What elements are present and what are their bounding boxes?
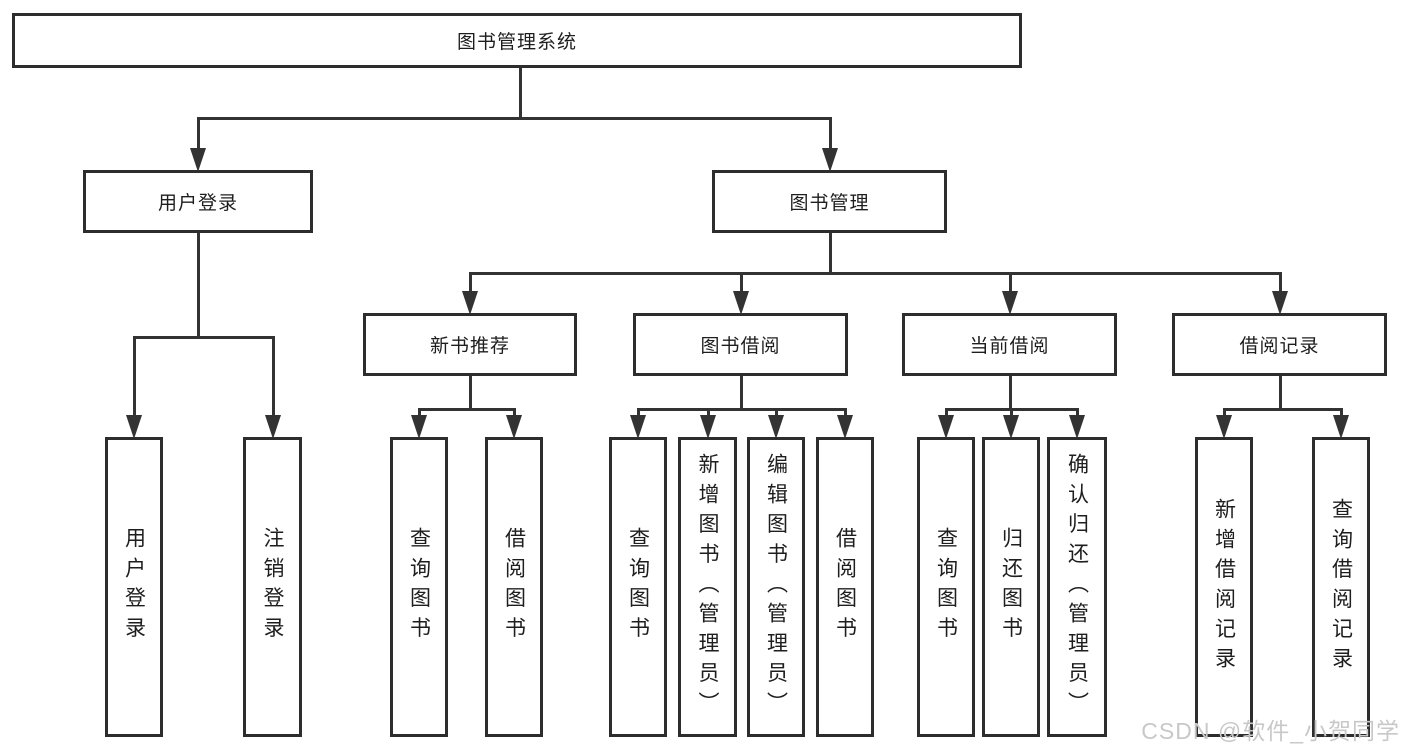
node-label-book-borrow: 图书借阅: [700, 336, 781, 357]
edge-rail-book-mgmt: [468, 272, 1282, 275]
arrowhead-icon-book-mgmt: [822, 148, 838, 172]
edge-rail-user-login: [132, 336, 275, 339]
edge-trunk-book-borrow: [739, 375, 743, 411]
node-root: 图书管理系统: [12, 13, 1022, 68]
arrowhead-icon-logout-v: [265, 415, 281, 439]
node-add-borrow-record: 新增借阅记录: [1195, 437, 1253, 737]
arrowhead-icon-borrow-books-2: [837, 415, 853, 439]
edge-stem-borrow-records: [1278, 272, 1282, 297]
node-query-books-2: 查询图书: [609, 437, 667, 737]
node-confirm-return: 确认归还（管理员）: [1047, 437, 1107, 737]
arrowhead-icon-user-login: [190, 148, 206, 172]
arrowhead-icon-new-book-rec: [462, 291, 478, 315]
edge-stem-logout-v: [271, 336, 275, 421]
edge-trunk-book-mgmt: [828, 232, 832, 275]
node-label-new-book-rec: 新书推荐: [429, 336, 510, 357]
edge-stem-confirm-return: [1075, 408, 1079, 421]
edge-stem-current-borrow: [1008, 272, 1012, 297]
edge-stem-add-books: [706, 408, 710, 421]
arrowhead-icon-query-books-1: [411, 415, 427, 439]
edge-stem-user-login-v: [132, 336, 136, 421]
node-label-user-login: 用户登录: [157, 193, 238, 214]
node-label-query-borrow-record: 查询借阅记录: [1329, 497, 1353, 677]
arrowhead-icon-return-books: [1003, 415, 1019, 439]
edge-stem-edit-books: [774, 408, 778, 421]
node-borrow-books-2: 借阅图书: [816, 437, 874, 737]
node-label-add-books: 新增图书（管理员）: [696, 452, 719, 722]
arrowhead-icon-borrow-records: [1272, 291, 1288, 315]
node-label-query-books-2: 查询图书: [626, 527, 650, 647]
edge-stem-add-borrow-record: [1222, 408, 1226, 421]
edge-rail-root: [196, 117, 832, 120]
edge-stem-query-borrow-record: [1339, 408, 1343, 421]
node-label-borrow-books-2: 借阅图书: [833, 527, 857, 647]
node-query-borrow-record: 查询借阅记录: [1312, 437, 1370, 737]
arrowhead-icon-query-borrow-record: [1333, 415, 1349, 439]
node-label-user-login-v: 用户登录: [122, 527, 146, 647]
edge-stem-query-books-3: [944, 408, 948, 421]
edge-trunk-borrow-records: [1278, 375, 1282, 411]
arrowhead-icon-query-books-2: [630, 415, 646, 439]
edge-rail-new-book-rec: [417, 408, 516, 411]
node-user-login-v: 用户登录: [105, 437, 163, 737]
node-book-mgmt: 图书管理: [712, 170, 947, 233]
arrowhead-icon-user-login-v: [126, 415, 142, 439]
edge-trunk-user-login: [196, 232, 200, 339]
edge-trunk-current-borrow: [1008, 375, 1012, 411]
arrowhead-icon-add-borrow-record: [1216, 415, 1232, 439]
edge-stem-book-borrow: [739, 272, 743, 297]
edge-stem-new-book-rec: [468, 272, 472, 297]
arrowhead-icon-query-books-3: [938, 415, 954, 439]
edge-stem-query-books-2: [636, 408, 640, 421]
edge-stem-book-mgmt: [828, 117, 832, 154]
node-label-current-borrow: 当前借阅: [969, 336, 1050, 357]
node-query-books-3: 查询图书: [917, 437, 975, 737]
node-label-query-books-3: 查询图书: [934, 527, 958, 647]
node-label-root: 图书管理系统: [456, 32, 577, 53]
arrowhead-icon-book-borrow: [733, 291, 749, 315]
node-label-query-books-1: 查询图书: [407, 527, 431, 647]
edge-rail-book-borrow: [636, 408, 847, 411]
edge-trunk-new-book-rec: [468, 375, 472, 411]
edge-stem-query-books-1: [417, 408, 421, 421]
node-label-confirm-return: 确认归还（管理员）: [1065, 452, 1089, 722]
node-user-login: 用户登录: [83, 170, 313, 233]
node-label-edit-books: 编辑图书（管理员）: [764, 452, 788, 722]
edge-trunk-root: [518, 67, 522, 120]
edge-stem-borrow-books-2: [843, 408, 847, 421]
node-book-borrow: 图书借阅: [633, 313, 848, 376]
node-label-book-mgmt: 图书管理: [789, 193, 870, 214]
node-edit-books: 编辑图书（管理员）: [747, 437, 805, 737]
node-label-borrow-records: 借阅记录: [1239, 336, 1320, 357]
arrowhead-icon-add-books: [700, 415, 716, 439]
node-borrow-books-1: 借阅图书: [485, 437, 543, 737]
arrowhead-icon-edit-books: [768, 415, 784, 439]
arrowhead-icon-confirm-return: [1069, 415, 1085, 439]
edge-rail-borrow-records: [1222, 408, 1343, 411]
node-label-return-books: 归还图书: [999, 527, 1023, 647]
edge-stem-user-login: [196, 117, 200, 154]
edge-stem-borrow-books-1: [512, 408, 516, 421]
node-borrow-records: 借阅记录: [1172, 313, 1387, 376]
node-logout-v: 注销登录: [243, 437, 302, 737]
node-label-logout-v: 注销登录: [261, 527, 284, 647]
node-label-borrow-books-1: 借阅图书: [502, 527, 526, 647]
arrowhead-icon-borrow-books-1: [506, 415, 522, 439]
node-current-borrow: 当前借阅: [902, 313, 1117, 376]
node-label-add-borrow-record: 新增借阅记录: [1212, 497, 1236, 677]
csdn-watermark: CSDN @软件_小贺同学: [1141, 718, 1400, 744]
node-new-book-rec: 新书推荐: [363, 313, 577, 376]
edge-stem-return-books: [1009, 408, 1013, 421]
node-query-books-1: 查询图书: [390, 437, 448, 737]
node-add-books: 新增图书（管理员）: [678, 437, 737, 737]
arrowhead-icon-current-borrow: [1002, 291, 1018, 315]
node-return-books: 归还图书: [982, 437, 1040, 737]
